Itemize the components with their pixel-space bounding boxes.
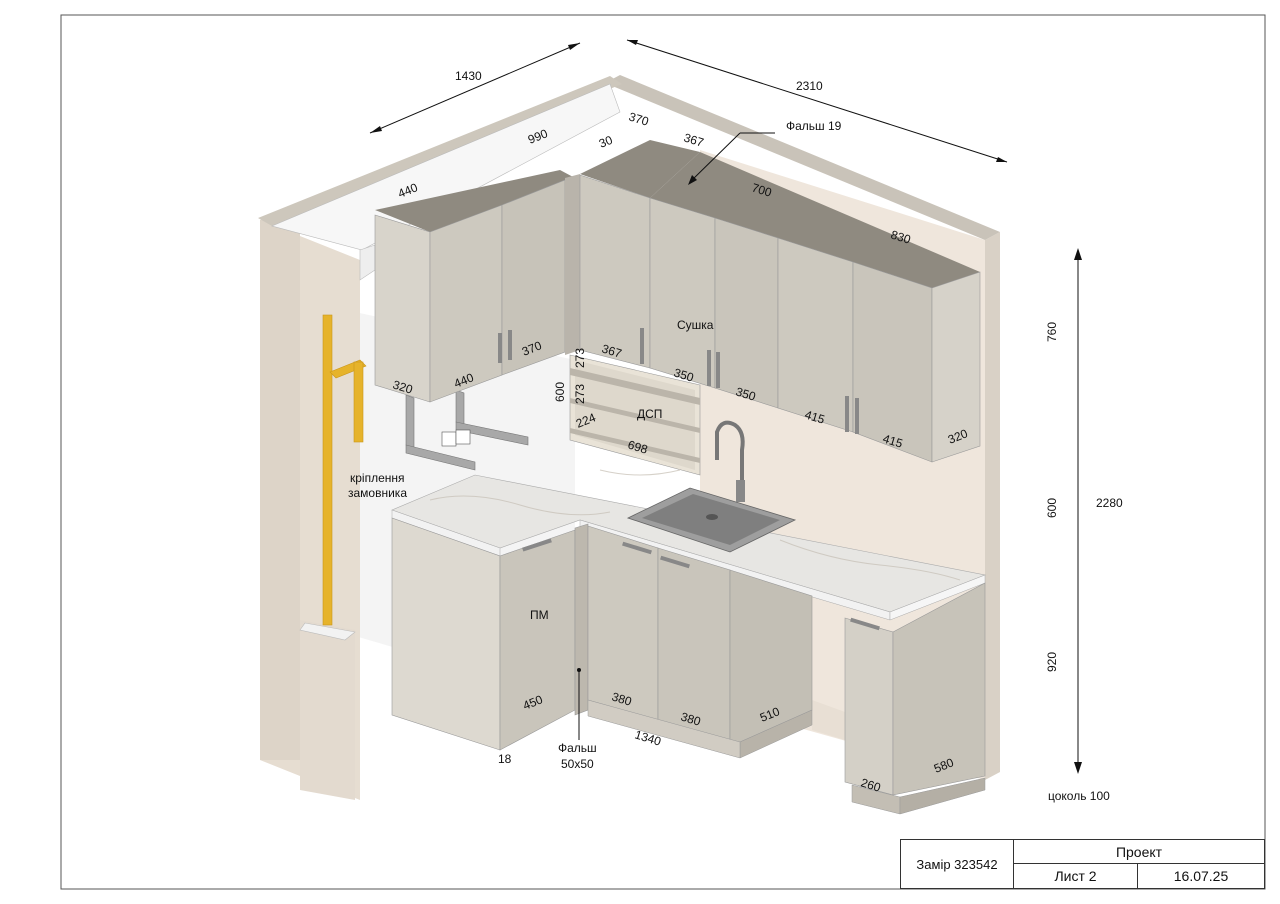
mount-note-1: кріплення: [350, 471, 405, 485]
dim-30: 30: [597, 133, 615, 151]
dim-380-b: 380: [679, 709, 703, 728]
countertop: [391, 469, 987, 621]
title-measure: Замір 323542: [901, 840, 1014, 888]
lower-cabinets: [391, 517, 986, 815]
title-date: 16.07.25: [1173, 868, 1229, 884]
dim-600: 600: [1045, 498, 1059, 518]
wall-brackets: [405, 389, 529, 471]
dim-320-left: 320: [391, 377, 415, 396]
false-bottom-size: 50x50: [561, 757, 594, 771]
dim-700: 700: [750, 180, 774, 199]
dim-2280: 2280: [1096, 496, 1123, 510]
dim-18: 18: [498, 752, 512, 766]
title-project: Проект: [1014, 840, 1264, 864]
upper-cabinets-left: [374, 170, 580, 403]
plinth-label: цоколь 100: [1048, 789, 1110, 803]
dim-415-b: 415: [881, 431, 905, 450]
sink: [626, 420, 797, 553]
dim-367-top: 367: [682, 130, 706, 149]
dim-350-b: 350: [734, 384, 758, 403]
dim-1430: 1430: [455, 69, 482, 83]
dim-273-b: 273: [573, 384, 587, 404]
label-dryer: Сушка: [677, 318, 714, 332]
dimension-lines: [369, 39, 1082, 774]
dim-600-open: 600: [553, 382, 567, 402]
mount-note-2: замовника: [348, 486, 407, 500]
dim-273-a: 273: [573, 348, 587, 368]
dim-760: 760: [1045, 322, 1059, 342]
title-block: Замір 323542 Проект Лист 2 16.07.25: [900, 839, 1265, 889]
false-bottom-label: Фальш: [558, 741, 597, 755]
label-dishwasher: ПМ: [530, 608, 549, 622]
dim-698: 698: [626, 437, 650, 456]
dim-367-side: 367: [600, 341, 624, 360]
label-dsp: ДСП: [637, 407, 662, 421]
dim-830: 830: [889, 227, 913, 246]
dim-370-top: 370: [627, 109, 651, 128]
dim-415-a: 415: [803, 407, 827, 426]
open-shelf-unit: [569, 354, 701, 476]
gas-pipe: [322, 314, 367, 626]
dim-380-a: 380: [610, 689, 634, 708]
title-sheet: Лист 2: [1014, 864, 1138, 888]
dim-260: 260: [859, 775, 883, 794]
dim-2310: 2310: [796, 79, 823, 93]
upper-cabinets-right: [579, 140, 981, 463]
false-19-label: Фальш 19: [786, 119, 842, 133]
dimension-labels: 1430 2310 760 600 920 2280 цоколь 100 Фа…: [348, 69, 1123, 803]
dim-920: 920: [1045, 652, 1059, 672]
dim-350-a: 350: [672, 365, 696, 384]
